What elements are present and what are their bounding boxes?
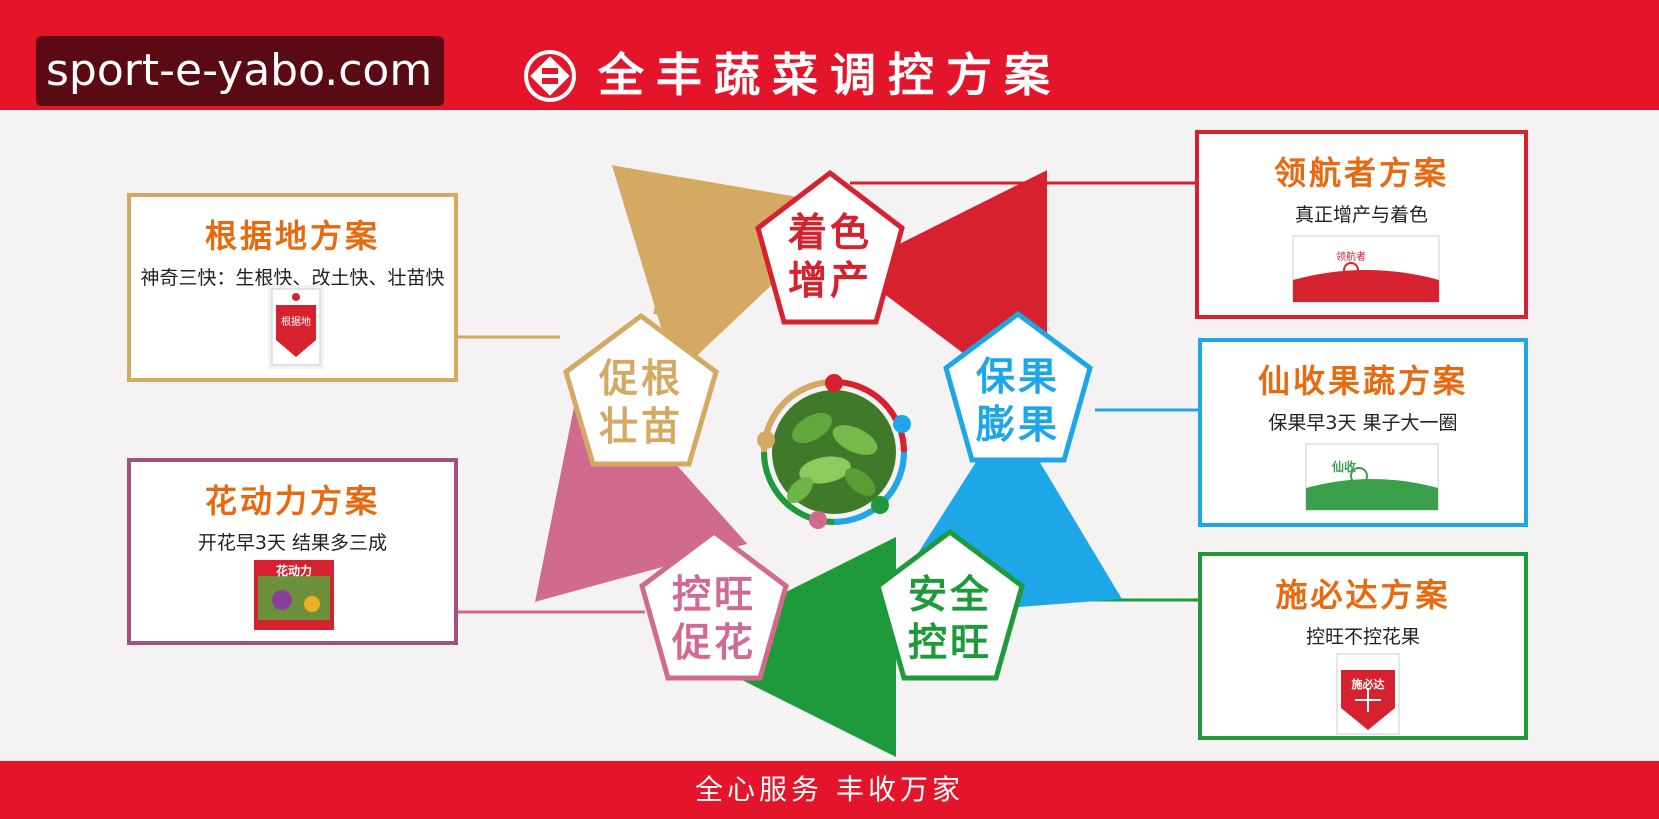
watermark: sport-e-yabo.com (36, 36, 444, 106)
card-title: 花动力方案 (204, 482, 380, 520)
product-name: 施必达 (1351, 678, 1385, 691)
card-subtitle: 开花早3天 结果多三成 (197, 532, 388, 554)
cycle-label-baoguo: 保果膨果 (975, 355, 1060, 448)
product-box: 仙收 (1304, 438, 1440, 512)
card-title: 领航者方案 (1273, 154, 1449, 192)
card-subtitle: 神奇三快：生根快、改土快、壮苗快 (140, 267, 445, 289)
card-title: 施必达方案 (1275, 576, 1451, 614)
card-shibida: 施必达方案 控旺不控花果 施必达 (1198, 552, 1528, 740)
card-subtitle: 保果早3天 果子大一圈 (1268, 412, 1458, 434)
product-pack: 根据地 (268, 285, 324, 369)
pentagon-baoguo (943, 310, 1093, 463)
pentagon-kongwang (639, 528, 789, 681)
card-huadongli: 花动力方案 开花早3天 结果多三成 花动力 (127, 458, 458, 645)
product-name: 花动力 (275, 564, 312, 578)
cycle-label-kongwang: 控旺促花 (671, 573, 756, 666)
card-subtitle: 控旺不控花果 (1305, 626, 1420, 648)
card-subtitle: 真正增产与着色 (1294, 204, 1428, 226)
pentagon-zhuose (755, 169, 905, 325)
cycle-label-zhuose: 着色增产 (787, 211, 872, 304)
product-name: 根据地 (281, 317, 311, 328)
pentagon-cugen (563, 312, 719, 467)
arrow-pink (535, 360, 748, 602)
brand-logo-icon (524, 50, 576, 102)
footer-slogan: 全心服务 丰收万家 (695, 773, 964, 806)
cycle-label-cugen: 促根壮苗 (598, 357, 683, 450)
card-title: 根据地方案 (204, 217, 380, 255)
card-linghang: 领航者方案 真正增产与着色 领航者 (1195, 130, 1528, 319)
product-pack: 施必达 (1333, 652, 1403, 736)
product-box: 领航者 (1291, 230, 1441, 304)
arrow-blue (876, 410, 1123, 618)
arrow-gold (611, 165, 855, 376)
product-box: 花动力 (252, 554, 336, 632)
card-genjudi: 根据地方案 神奇三快：生根快、改土快、壮苗快 根据地 (127, 193, 458, 382)
card-title: 仙收果蔬方案 (1257, 362, 1468, 400)
arrow-green (676, 536, 897, 757)
pentagon-anquan (875, 528, 1025, 681)
card-xianshou: 仙收果蔬方案 保果早3天 果子大一圈 仙收 (1198, 338, 1528, 527)
cycle-label-anquan: 安全控旺 (907, 573, 992, 666)
page-title: 全丰蔬菜调控方案 (598, 48, 1062, 102)
product-name: 仙收 (1331, 460, 1356, 474)
footer-bar (0, 761, 1659, 819)
product-name: 领航者 (1336, 252, 1366, 263)
arrow-red (850, 170, 1048, 417)
